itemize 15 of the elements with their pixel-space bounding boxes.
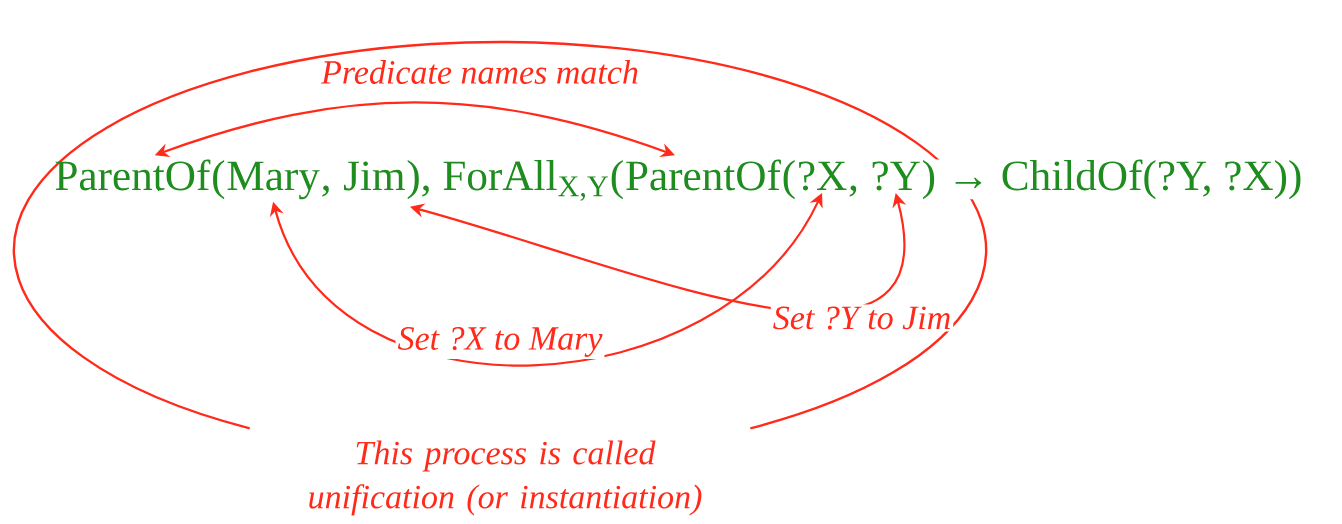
formula-text: , [322, 185, 329, 197]
formula-text: ( [783, 160, 795, 200]
formula-text: , [849, 185, 857, 197]
formula-text: Mary [227, 161, 320, 200]
formula-text: ), ForAll$_{X,Y}$( [407, 160, 623, 201]
formula-text: ParentOf [626, 159, 781, 191]
formula-text: ?X [799, 161, 847, 191]
edge-label: Set ?X to Mary [395, 325, 605, 359]
formula-text: ( [213, 160, 225, 200]
formula-text: Jim [344, 161, 405, 191]
formula-text: ParentOf [55, 159, 211, 191]
formula-text: ) → ChildOf(?Y, ?X)) [921, 159, 1303, 200]
formula-text: ?Y [872, 161, 920, 191]
edge-label: Set ?Y to Jim [770, 304, 954, 332]
edge-label: Predicate names match [319, 58, 641, 86]
